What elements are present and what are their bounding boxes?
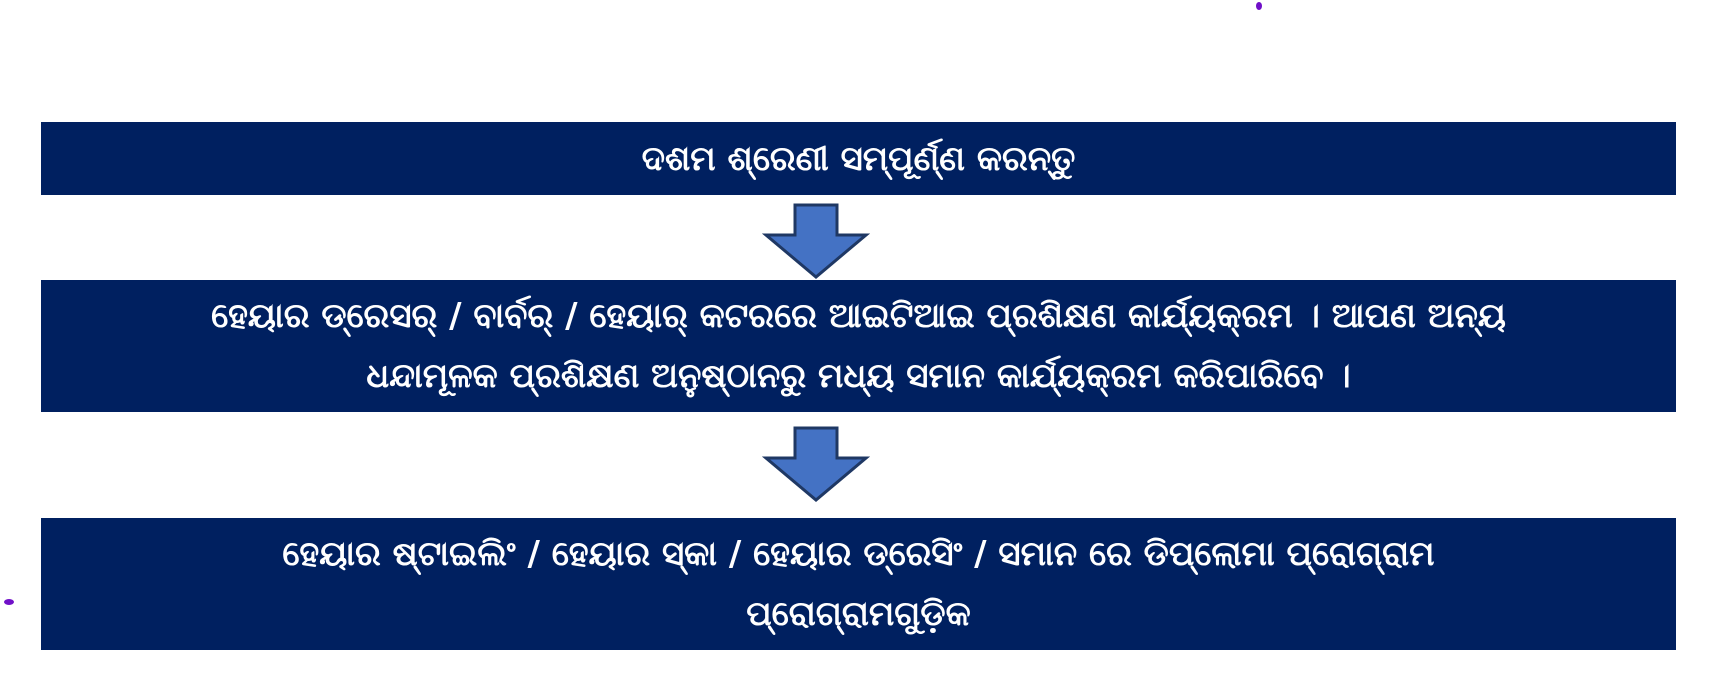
down-arrow-icon — [762, 203, 870, 279]
step-box-diploma-programs: ହେୟାର ଷ୍ଟାଇଲିଂ / ହେୟାର ସ୍କା / ହେୟାର ଡ୍ରେ… — [41, 518, 1676, 650]
step-text: ଧନ୍ଦାମୂଳକ ପ୍ରଶିକ୍ଷଣ ଅନୁଷ୍ଠାନରୁ ମଧ୍ୟ ସମାନ… — [366, 356, 1351, 396]
down-arrow-icon — [762, 426, 870, 502]
ink-dot — [4, 599, 14, 605]
step-text: ହେୟାର ଡ୍ରେସର୍ / ବାର୍ବର୍ / ହେୟାର୍ କଟରରେ ଆ… — [211, 296, 1506, 336]
ink-dot — [1256, 2, 1262, 10]
step-box-iti-training: ହେୟାର ଡ୍ରେସର୍ / ବାର୍ବର୍ / ହେୟାର୍ କଟରରେ ଆ… — [41, 280, 1676, 412]
step-box-complete-class-10: ଦଶମ ଶ୍ରେଣୀ ସମ୍ପୂର୍ଣ୍ଣ କରନ୍ତୁ — [41, 122, 1676, 195]
step-text: ପ୍ରୋଗ୍ରାମଗୁଡ଼ିକ — [746, 594, 971, 634]
step-text: ହେୟାର ଷ୍ଟାଇଲିଂ / ହେୟାର ସ୍କା / ହେୟାର ଡ୍ରେ… — [282, 534, 1435, 574]
step-text: ଦଶମ ଶ୍ରେଣୀ ସମ୍ପୂର୍ଣ୍ଣ କରନ୍ତୁ — [641, 138, 1076, 179]
